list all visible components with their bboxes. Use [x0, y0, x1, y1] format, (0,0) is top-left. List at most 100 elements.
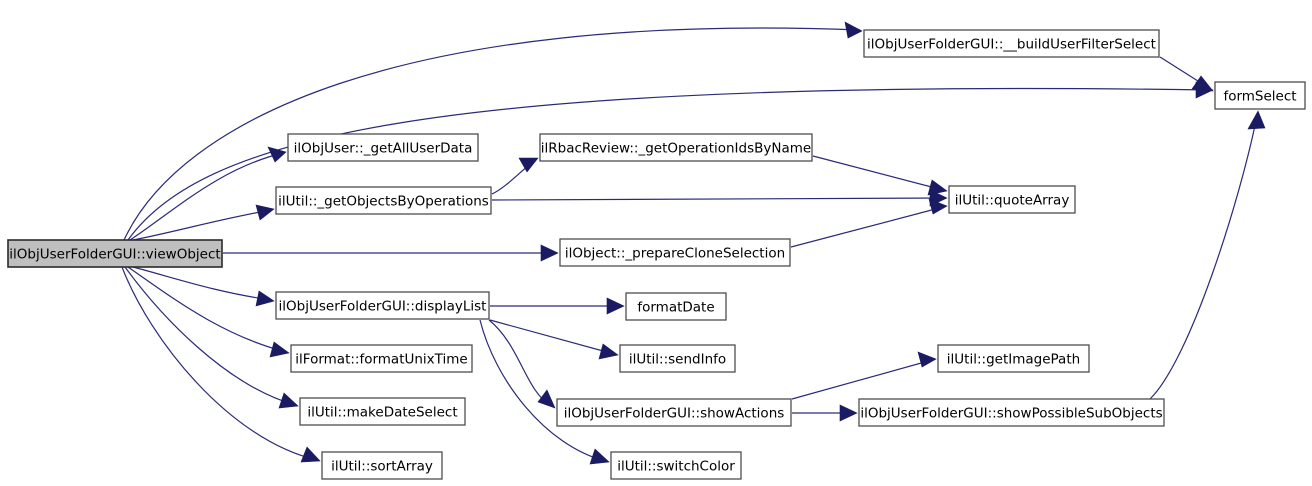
node-box[interactable]: [290, 344, 473, 373]
node-label: ilObjUser::_getAllUserData: [294, 141, 473, 157]
arrow-head-icon: [928, 198, 948, 215]
node-switchColor[interactable]: ilUtil::switchColor: [610, 451, 742, 480]
arrow-head-icon: [518, 157, 539, 173]
edge-displayList-to-sendInfo: [489, 319, 619, 360]
arrow-head-icon: [540, 244, 559, 262]
node-sendInfo[interactable]: ilUtil::sendInfo: [619, 344, 736, 373]
node-label: ilUtil::makeDateSelect: [307, 405, 457, 421]
node-formatDate[interactable]: formatDate: [625, 292, 727, 321]
nodes-layer: ilObjUserFolderGUI::viewObjectilObjUserF…: [7, 29, 1306, 480]
edge-viewObject-to-sortArray: [121, 266, 321, 463]
arrow-head-icon: [927, 179, 948, 196]
node-box[interactable]: [7, 239, 223, 268]
node-label: formSelect: [1223, 89, 1296, 105]
node-label: ilObjUserFolderGUI::showPossibleSubObjec…: [860, 406, 1162, 422]
node-box[interactable]: [610, 451, 742, 480]
node-box[interactable]: [539, 133, 813, 162]
node-showActions[interactable]: ilObjUserFolderGUI::showActions: [556, 398, 792, 427]
node-getOperationIdsByName[interactable]: ilRbacReview::_getOperationIdsByName: [539, 133, 813, 162]
node-box[interactable]: [559, 238, 791, 267]
arrow-head-icon: [598, 343, 619, 360]
node-label: ilFormat::formatUnixTime: [295, 352, 467, 368]
edge-line: [123, 27, 861, 241]
node-label: ilObjUserFolderGUI::showActions: [564, 406, 785, 422]
node-sortArray[interactable]: ilUtil::sortArray: [321, 451, 443, 480]
arrow-head-icon: [917, 351, 937, 368]
edge-line: [812, 155, 944, 191]
edge-line: [790, 206, 944, 248]
edge-line: [132, 209, 272, 241]
node-label: ilUtil::sendInfo: [629, 352, 726, 368]
node-box[interactable]: [275, 291, 490, 320]
node-label: ilObjUserFolderGUI::displayList: [279, 299, 487, 315]
node-box[interactable]: [863, 29, 1160, 58]
node-box[interactable]: [948, 185, 1076, 214]
edge-line: [127, 266, 287, 353]
node-label: ilUtil::getImagePath: [947, 352, 1080, 368]
node-box[interactable]: [619, 344, 736, 373]
node-formatUnixTime[interactable]: ilFormat::formatUnixTime: [290, 344, 473, 373]
node-getObjectsByOperations[interactable]: ilUtil::_getObjectsByOperations: [275, 186, 492, 215]
node-box[interactable]: [287, 133, 479, 162]
node-viewObject[interactable]: ilObjUserFolderGUI::viewObject: [7, 239, 223, 268]
edge-viewObject-to-displayList: [132, 266, 275, 307]
node-label: formatDate: [637, 300, 714, 316]
edge-viewObject-to-prepareCloneSelection: [223, 244, 559, 262]
edge-showPossibleSubObjects-to-formSelect: [1149, 110, 1266, 400]
node-box[interactable]: [858, 398, 1165, 427]
node-label: ilObject::_prepareCloneSelection: [565, 246, 785, 262]
node-formSelect[interactable]: formSelect: [1214, 81, 1306, 110]
arrow-head-icon: [267, 146, 287, 163]
node-label: ilUtil::_getObjectsByOperations: [278, 194, 489, 210]
node-showPossibleSubObjects[interactable]: ilObjUserFolderGUI::showPossibleSubObjec…: [858, 398, 1165, 427]
node-quoteArray[interactable]: ilUtil::quoteArray: [948, 185, 1076, 214]
edge-buildUserFilterSelect-to-formSelect: [1159, 56, 1214, 92]
node-box[interactable]: [625, 292, 727, 321]
node-box[interactable]: [937, 344, 1090, 373]
edge-showActions-to-getImagePath: [791, 351, 937, 400]
edge-viewObject-to-makeDateSelect: [124, 266, 299, 409]
arrow-head-icon: [1191, 75, 1214, 92]
edge-prepareCloneSelection-to-quoteArray: [790, 198, 948, 248]
edge-line: [491, 197, 944, 201]
edge-line: [489, 319, 615, 355]
node-label: ilObjUserFolderGUI::__buildUserFilterSel…: [867, 37, 1156, 53]
edge-displayList-to-showActions: [488, 319, 556, 409]
edge-viewObject-to-buildUserFilterSelect: [123, 21, 863, 241]
arrow-head-icon: [589, 448, 610, 465]
arrow-head-icon: [255, 290, 275, 307]
arrow-head-icon: [269, 341, 290, 358]
node-getAllUserData[interactable]: ilObjUser::_getAllUserData: [287, 133, 479, 162]
node-displayList[interactable]: ilObjUserFolderGUI::displayList: [275, 291, 490, 320]
edge-line: [121, 266, 318, 461]
arrow-head-icon: [300, 446, 321, 463]
edge-line: [488, 319, 552, 407]
edge-showActions-to-showPossibleSubObjects: [792, 404, 858, 422]
node-makeDateSelect[interactable]: ilUtil::makeDateSelect: [299, 397, 466, 426]
arrow-head-icon: [844, 21, 863, 39]
node-buildUserFilterSelect[interactable]: ilObjUserFolderGUI::__buildUserFilterSel…: [863, 29, 1160, 58]
edge-getObjectsByOperations-to-getOperationIdsByName: [491, 157, 539, 195]
edge-line: [1149, 115, 1258, 400]
node-box[interactable]: [321, 451, 443, 480]
edge-getObjectsByOperations-to-quoteArray: [491, 189, 948, 207]
edge-displayList-to-switchColor: [479, 319, 610, 465]
node-box[interactable]: [299, 397, 466, 426]
node-label: ilUtil::sortArray: [331, 459, 433, 475]
node-box[interactable]: [275, 186, 492, 215]
edge-line: [132, 266, 272, 301]
node-prepareCloneSelection[interactable]: ilObject::_prepareCloneSelection: [559, 238, 791, 267]
edge-line: [791, 359, 933, 400]
edge-viewObject-to-getObjectsByOperations: [132, 204, 275, 241]
node-box[interactable]: [1214, 81, 1306, 110]
edge-line: [127, 87, 1210, 241]
edge-line: [479, 319, 606, 462]
edge-viewObject-to-formatUnixTime: [127, 266, 290, 358]
node-getImagePath[interactable]: ilUtil::getImagePath: [937, 344, 1090, 373]
edge-viewObject-to-getAllUserData: [129, 146, 287, 241]
node-box[interactable]: [556, 398, 792, 427]
edges-layer: [121, 21, 1266, 465]
node-label: ilUtil::quoteArray: [955, 193, 1070, 209]
